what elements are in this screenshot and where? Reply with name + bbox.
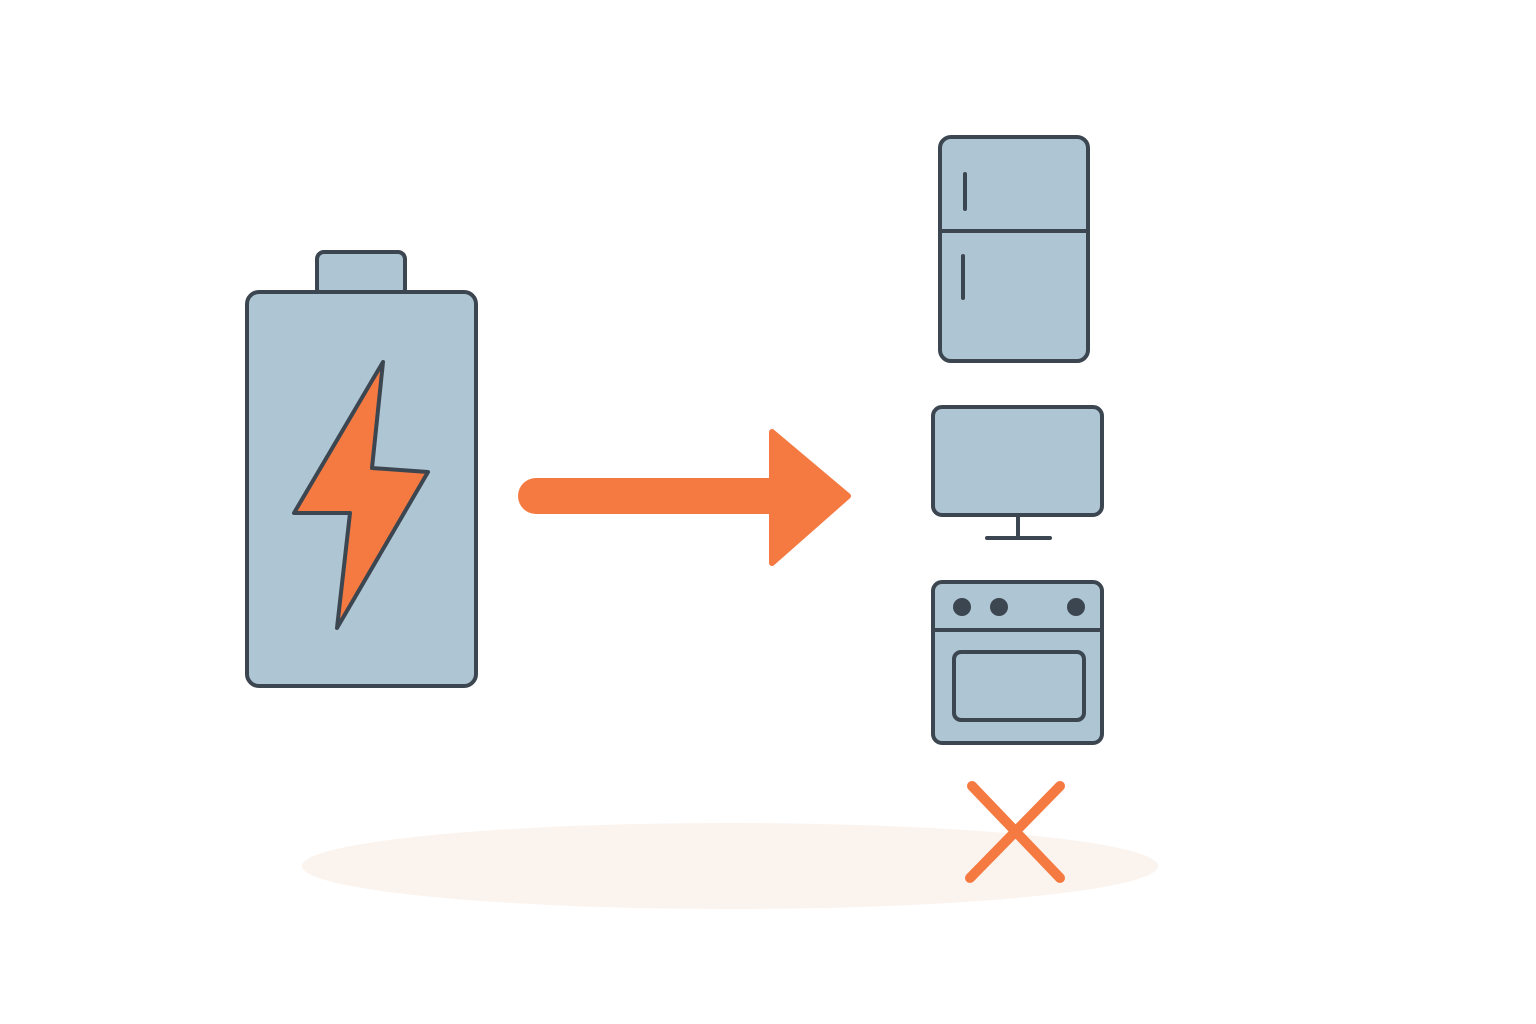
- cross-mark-icon: [965, 781, 1065, 883]
- refrigerator-icon: [938, 135, 1090, 363]
- battery-icon: [245, 250, 478, 688]
- monitor-icon: [931, 405, 1104, 540]
- oven-icon: [931, 580, 1104, 745]
- arrow-right-icon: [518, 429, 851, 566]
- lightning-bolt-icon: [292, 360, 430, 630]
- ground-shadow: [302, 823, 1158, 909]
